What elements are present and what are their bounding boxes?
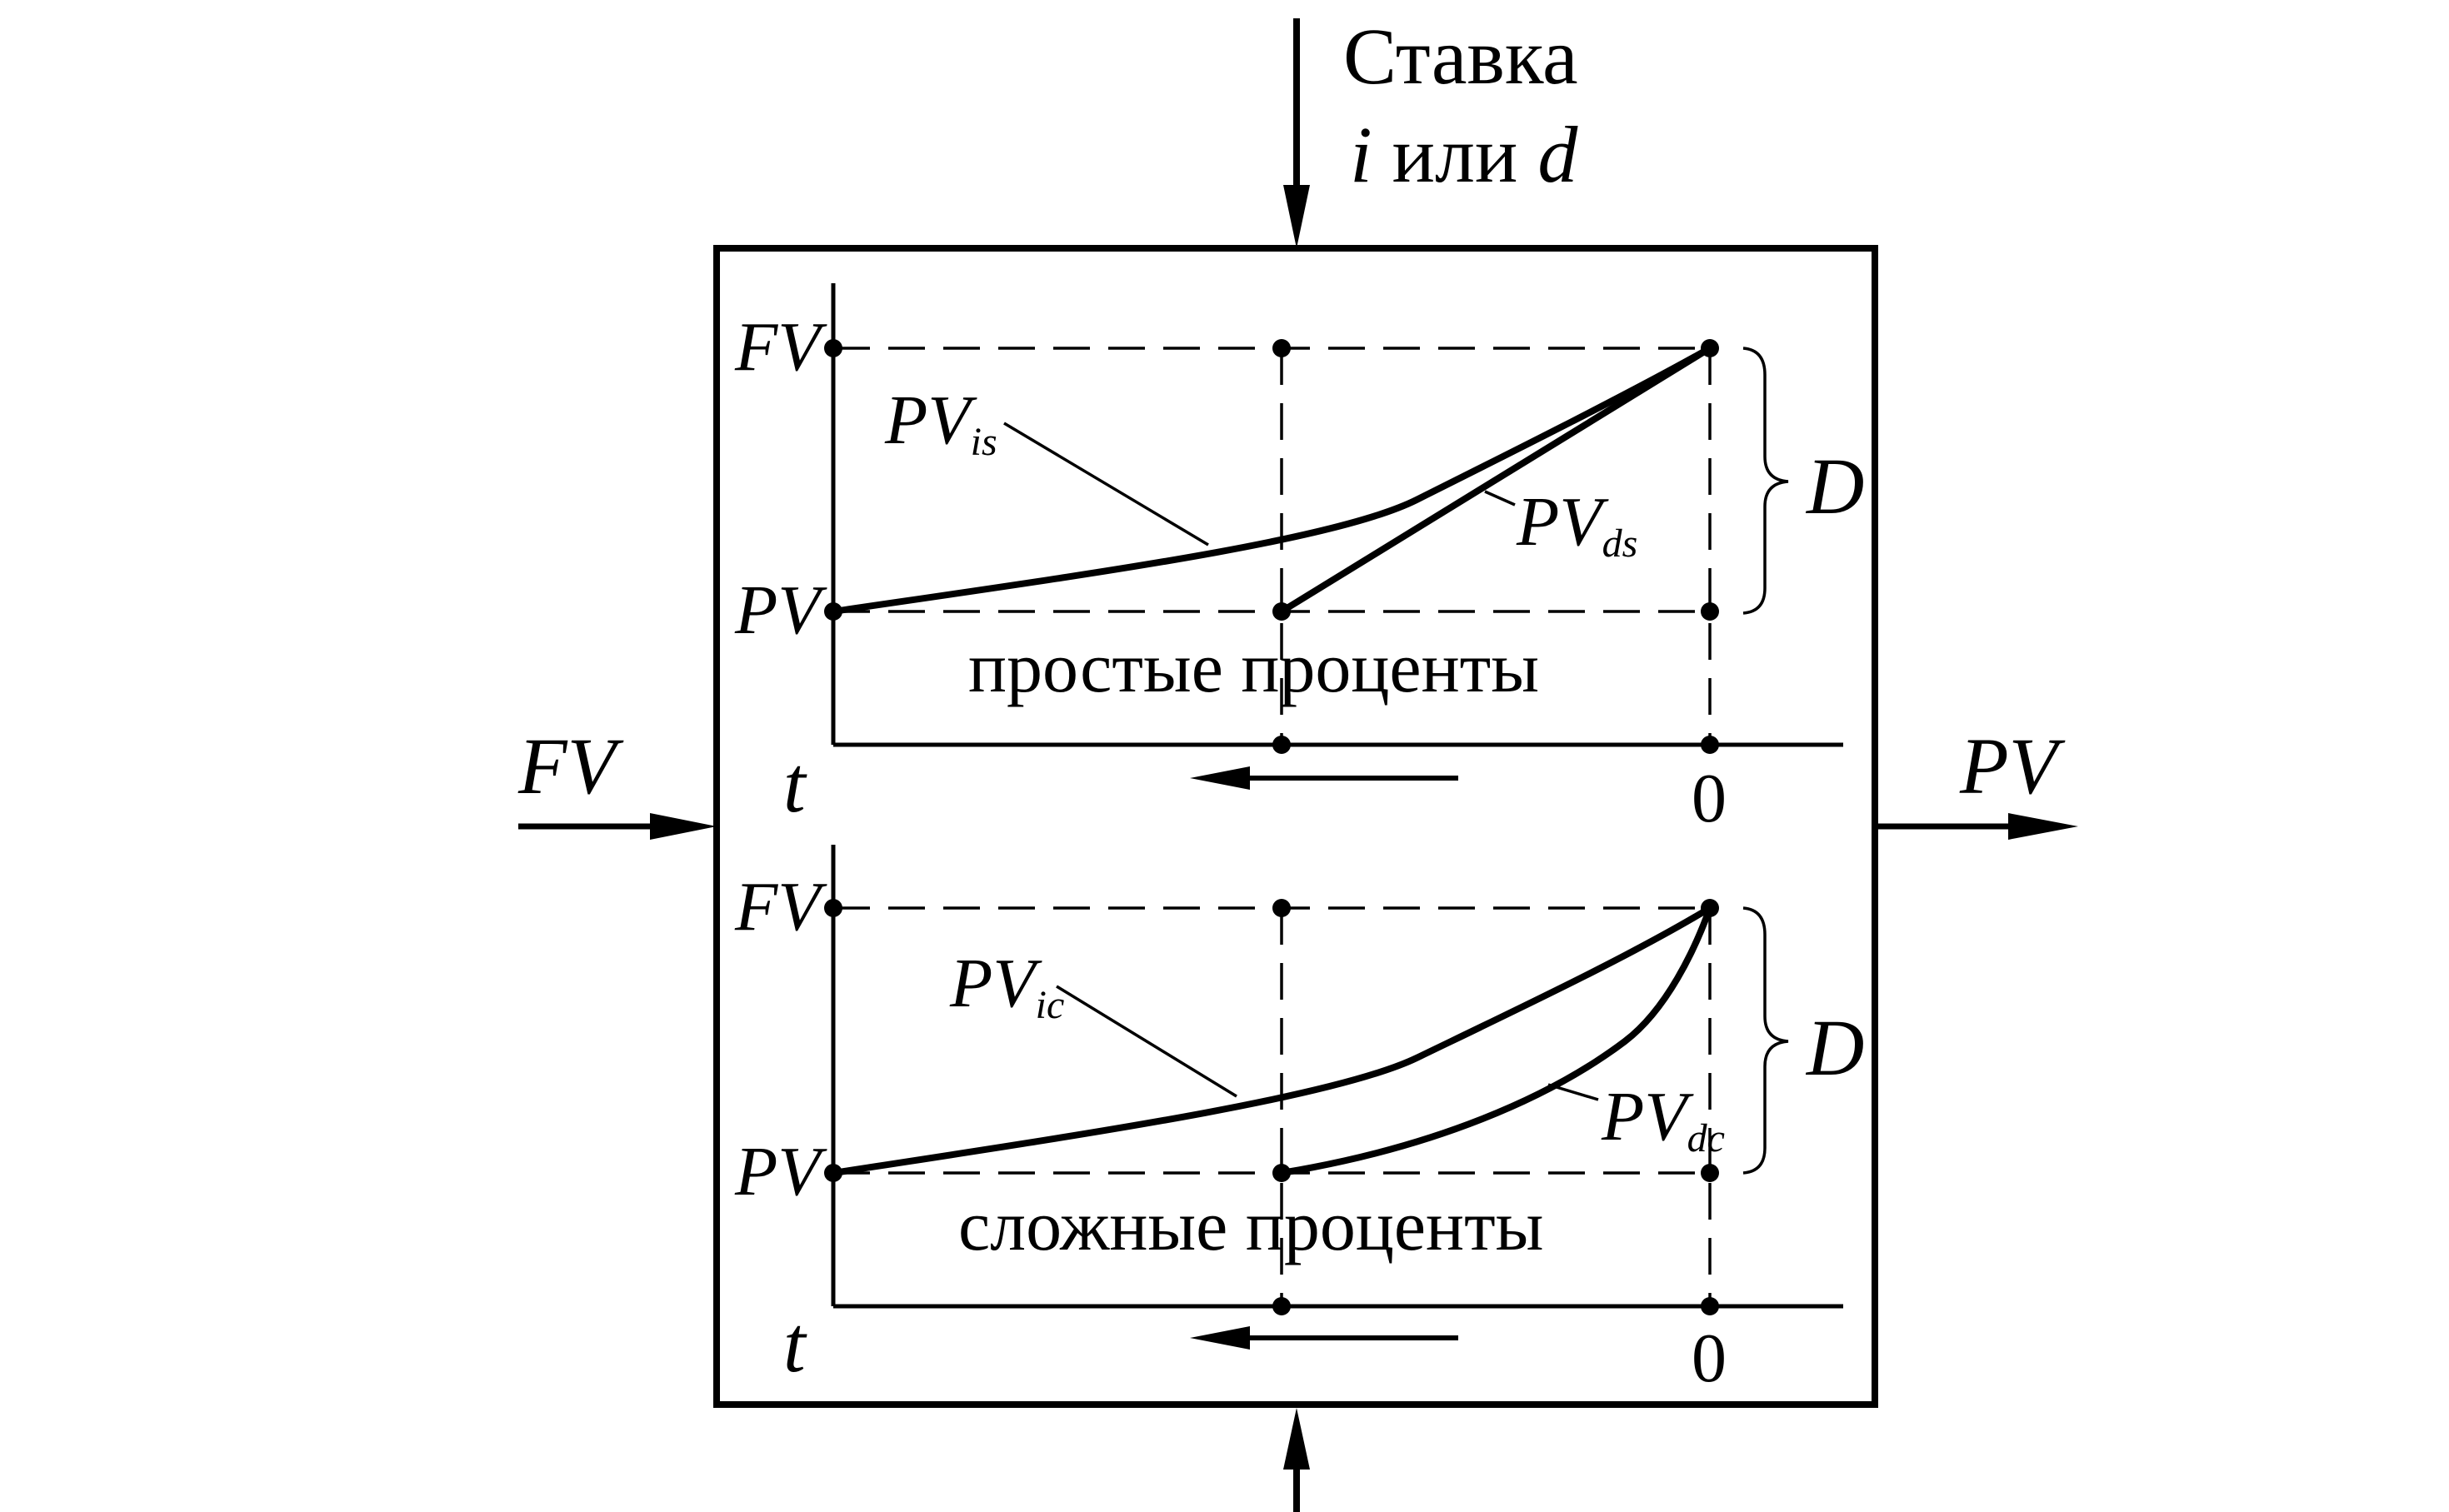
compound-time-arrow [1190, 1326, 1458, 1350]
compound-dot-pv [824, 1164, 842, 1182]
compound-interest-panel: FV PV PVic PVdc D сложные проценты t 0 [734, 845, 1864, 1397]
fv-input-label: FV [517, 721, 624, 811]
simple-dot-zero-fv [1701, 339, 1719, 357]
compound-dot-zero-axis [1701, 1297, 1719, 1315]
simple-pv-is-curve [832, 345, 1712, 615]
compound-dot-mid-axis [1272, 1297, 1291, 1315]
simple-d-label: D [1805, 442, 1864, 531]
simple-time-arrow [1190, 766, 1458, 790]
simple-pv-is-label: PVis [884, 382, 997, 464]
simple-dot-mid-fv [1272, 339, 1291, 357]
compound-dc-leader [1547, 1083, 1599, 1101]
compound-d-label: D [1805, 1003, 1864, 1092]
simple-interest-panel: FV PV PVis PVds D простые проценты t 0 [734, 283, 1864, 837]
compound-dot-mid-pv [1272, 1164, 1291, 1182]
compound-ic-leader [1056, 985, 1237, 1098]
bottom-input-arrow [1283, 1408, 1310, 1512]
compound-pv-ic-curve [832, 905, 1712, 1176]
pv-output-label: PV [1959, 721, 2066, 811]
simple-dot-fv [824, 339, 842, 357]
simple-brace [1742, 347, 1789, 615]
simple-fv-label: FV [734, 308, 827, 386]
compound-t-label: t [783, 1300, 807, 1389]
simple-dot-zero-pv [1701, 602, 1719, 621]
simple-pv-label: PV [734, 571, 827, 649]
simple-t-label: t [783, 740, 807, 829]
compound-pv-ic-label: PVic [949, 945, 1064, 1027]
simple-pv-ds-label: PVds [1516, 483, 1637, 566]
rate-label-line1: Ставка [1343, 12, 1578, 101]
simple-dot-zero-axis [1701, 736, 1719, 754]
compound-pv-dc-curve [1281, 906, 1713, 1176]
simple-dot-mid-pv [1272, 602, 1291, 621]
compound-fv-label: FV [734, 868, 827, 946]
compound-dot-zero-pv [1701, 1164, 1719, 1182]
simple-dot-mid-axis [1272, 736, 1291, 754]
compound-dot-fv [824, 899, 842, 917]
compound-pv-label: PV [734, 1133, 827, 1210]
compound-zero-label: 0 [1692, 1320, 1727, 1397]
compound-pv-dc-label: PVdc [1601, 1078, 1725, 1160]
simple-zero-label: 0 [1692, 760, 1727, 837]
compound-brace [1742, 906, 1789, 1175]
rate-input-arrow [1283, 18, 1310, 248]
simple-caption: простые проценты [968, 627, 1539, 707]
simple-ds-leader [1484, 490, 1516, 506]
compound-dot-mid-fv [1272, 899, 1291, 917]
pv-output-arrow [1875, 813, 2078, 840]
compound-caption: сложные проценты [958, 1185, 1543, 1265]
compound-dot-zero-fv [1701, 899, 1719, 917]
simple-is-leader [1003, 422, 1209, 546]
simple-pv-ds-line [1279, 345, 1712, 615]
fv-input-arrow [518, 813, 717, 840]
rate-label-line2: i или d [1350, 110, 1578, 199]
simple-dot-pv [824, 602, 842, 621]
